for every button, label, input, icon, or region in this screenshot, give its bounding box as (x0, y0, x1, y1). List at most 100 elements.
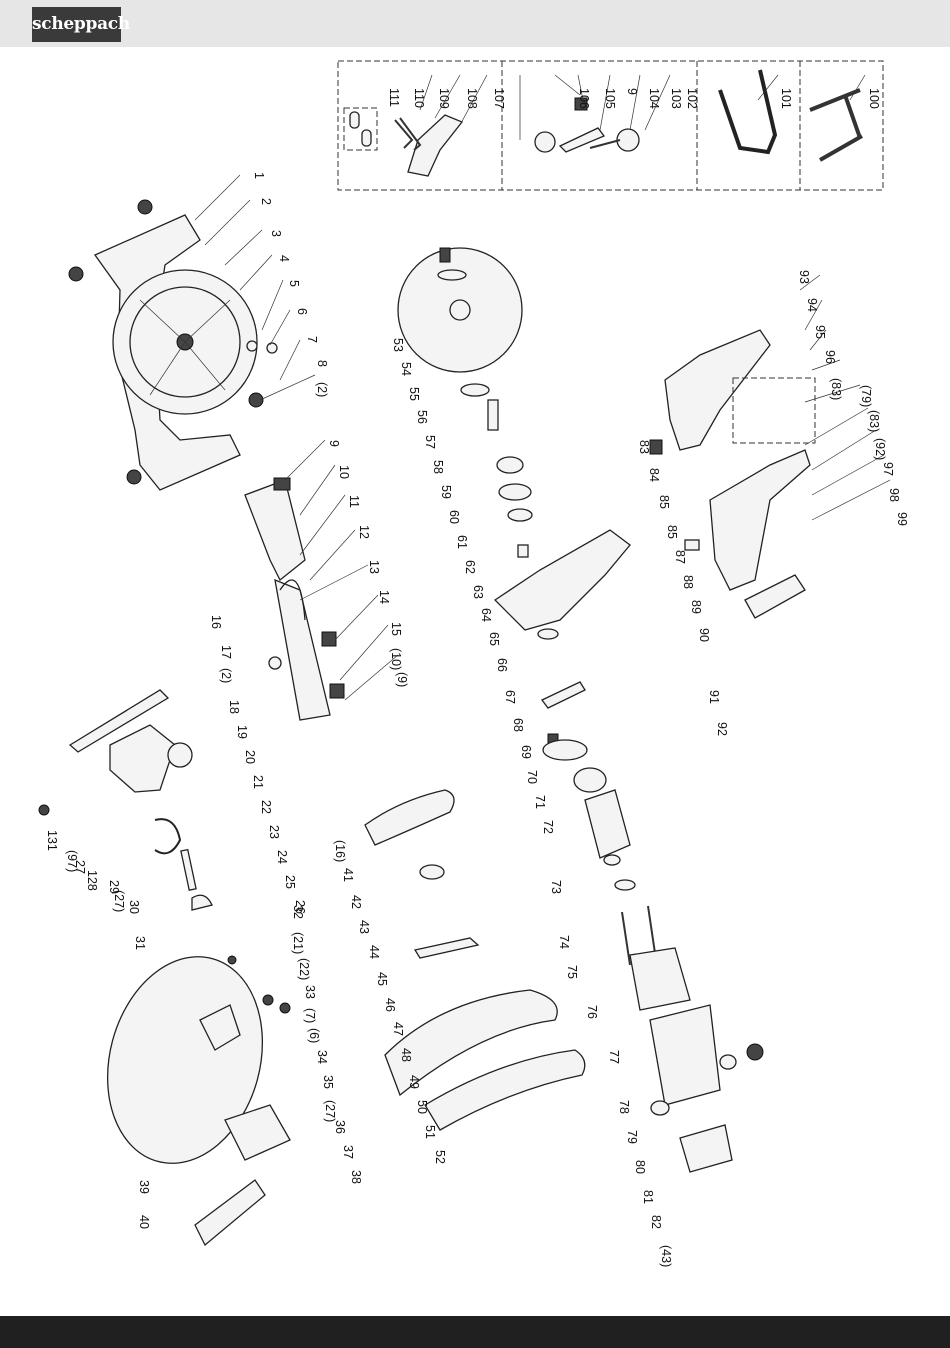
callout-c47: 47 (391, 1022, 405, 1036)
callout-c90: 90 (697, 628, 711, 642)
armature-part (584, 789, 631, 859)
callout-c75: 75 (565, 965, 579, 979)
callout-c1: 1 (252, 172, 266, 179)
brand-logo: scheppach (32, 7, 130, 42)
callout-c9c: 9 (625, 88, 639, 95)
callout-c105: 105 (603, 88, 617, 109)
callout-c5: 5 (287, 280, 301, 287)
callout-c36: 36 (333, 1120, 347, 1134)
blade-assembly (397, 247, 533, 558)
callout-c9b: (9) (395, 672, 409, 687)
callout-c3: 3 (269, 230, 283, 237)
callout-c85b: 85 (665, 525, 679, 539)
callout-c42: 42 (349, 895, 363, 909)
callout-c13: 13 (367, 560, 381, 574)
motor-cap-part (679, 1124, 733, 1173)
callout-c111: 111 (387, 88, 401, 107)
blade-guard-part (384, 989, 558, 1097)
callout-c55: 55 (407, 387, 421, 401)
callout-c43: 43 (357, 920, 371, 934)
stator-part (629, 947, 691, 1011)
callout-c92: 92 (715, 722, 729, 736)
callout-c53: 53 (391, 338, 405, 352)
fence-part (244, 479, 306, 582)
guard-part (364, 789, 455, 846)
callout-c81: 81 (641, 1190, 655, 1204)
callout-c22b: (22) (297, 958, 311, 980)
callout-c58: 58 (431, 460, 445, 474)
knob-part (616, 128, 640, 152)
callout-c37: 37 (341, 1145, 355, 1159)
callout-c9: 9 (327, 440, 341, 447)
callout-c61: 61 (455, 535, 469, 549)
callout-c63: 63 (471, 585, 485, 599)
callout-c99: 99 (895, 512, 909, 526)
callout-c10b: (10) (389, 648, 403, 670)
callout-c97: 97 (881, 462, 895, 476)
callout-c110: 110 (412, 88, 426, 108)
callout-c59: 59 (439, 485, 453, 499)
callout-c4: 4 (277, 255, 291, 262)
callout-c22: 22 (259, 800, 273, 814)
callout-c26: 26 (293, 900, 307, 914)
lock-arm-assembly (38, 689, 213, 911)
accessory-box (337, 60, 884, 191)
callout-c40: 40 (137, 1215, 151, 1229)
callout-c85: 85 (657, 495, 671, 509)
callout-c107: 107 (492, 88, 506, 109)
callout-c38: 38 (349, 1170, 363, 1184)
roller-part (349, 111, 360, 129)
callout-c131: 131 (45, 830, 59, 851)
page-footer (0, 1316, 950, 1348)
callout-c79b: (79) (859, 385, 873, 407)
callout-c94: 94 (805, 298, 819, 312)
callout-c45: 45 (375, 972, 389, 986)
callout-c128: 128 (85, 870, 99, 891)
callout-c109: 109 (437, 88, 451, 109)
guard-cover-part (424, 1049, 586, 1131)
callout-c20: 20 (243, 750, 257, 764)
callout-c69: 69 (519, 745, 533, 759)
callout-c83b: (83) (829, 378, 843, 400)
callout-c77: 77 (607, 1050, 621, 1064)
callout-c44: 44 (367, 945, 381, 959)
callout-c92b: (92) (873, 438, 887, 460)
callout-c39: 39 (137, 1180, 151, 1194)
upper-guard-assembly (364, 789, 586, 1131)
roller-part (361, 129, 372, 147)
callout-c84: 84 (647, 468, 661, 482)
callout-c87: 87 (673, 550, 687, 564)
callout-c23: 23 (267, 825, 281, 839)
leader-lines (194, 74, 891, 701)
callout-c83: 83 (637, 440, 651, 454)
callout-c16b: (16) (333, 840, 347, 862)
callout-c80: 80 (633, 1160, 647, 1174)
callout-c83c: (83) (867, 410, 881, 432)
callout-c97b: (97) (65, 850, 79, 872)
bracket-part (718, 69, 778, 155)
callout-c10: 10 (337, 465, 351, 479)
handle-grip-part (744, 574, 806, 619)
callout-c62: 62 (463, 560, 477, 574)
callout-c74: 74 (557, 935, 571, 949)
fence-scale-part (274, 578, 331, 721)
page-header: scheppach (0, 0, 950, 47)
lower-cover-assembly (106, 955, 291, 1247)
callout-c68: 68 (511, 718, 525, 732)
lock-rod-part (68, 689, 170, 753)
callout-c21b: (21) (291, 932, 305, 954)
callout-c17: 17 (219, 645, 233, 659)
callout-c106: 106 (577, 88, 591, 109)
callout-labels: 12345678(2)9101112131415(10)(9)1617(2)18… (45, 88, 909, 1267)
handle-shell-part-2 (709, 449, 811, 591)
callout-c108: 108 (465, 88, 479, 109)
callout-c76: 76 (585, 1005, 599, 1019)
callout-c31: 31 (133, 936, 147, 950)
callout-c27: 27 (73, 860, 87, 874)
callout-c100: 100 (867, 88, 881, 109)
callout-c2: 2 (259, 198, 273, 205)
callout-c8: 8 (315, 360, 329, 367)
arm-assembly (493, 529, 631, 793)
callout-c73: 73 (549, 880, 563, 894)
callout-c19: 19 (235, 725, 249, 739)
